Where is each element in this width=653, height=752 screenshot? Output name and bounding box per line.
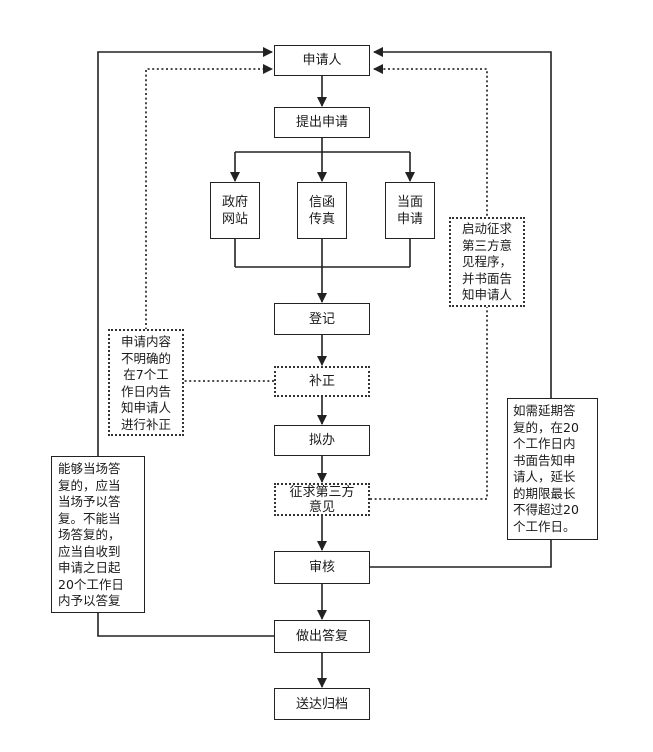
node-register: 登记 xyxy=(274,303,370,335)
dotted-supplement-to-applicant xyxy=(145,64,274,382)
node-applicant: 申请人 xyxy=(274,45,370,76)
node-letter-fax: 信函 传真 xyxy=(297,182,347,239)
note-unclear-content: 申请内容 不明确的 在7个工 作日内告 知申请人 进行补正 xyxy=(108,329,184,436)
note-extension: 如需延期答 复的，在20 个工作日内 书面告知申 请人，延长 的期限最长 不得超… xyxy=(507,398,598,540)
note-third-party-notice: 启动征求 第三方意 见程序， 并书面告 知申请人 xyxy=(449,217,525,307)
node-archive: 送达归档 xyxy=(274,688,370,720)
node-supplement: 补正 xyxy=(274,366,370,397)
arrow-reply-to-applicant-left xyxy=(97,47,274,637)
node-reply: 做出答复 xyxy=(274,620,370,653)
node-draft: 拟办 xyxy=(274,425,370,456)
node-in-person: 当面 申请 xyxy=(385,182,435,239)
node-third-party-opinion: 征求第三方 意见 xyxy=(274,483,370,516)
node-gov-website: 政府 网站 xyxy=(210,182,260,239)
node-review: 审核 xyxy=(274,551,370,584)
arrow-review-to-applicant-right xyxy=(370,47,552,568)
node-submit-application: 提出申请 xyxy=(274,107,370,138)
note-immediate-reply: 能够当场答 复的，应当 当场予以答 复。不能当 场答复的， 应当自收到 申请之日… xyxy=(51,456,145,613)
